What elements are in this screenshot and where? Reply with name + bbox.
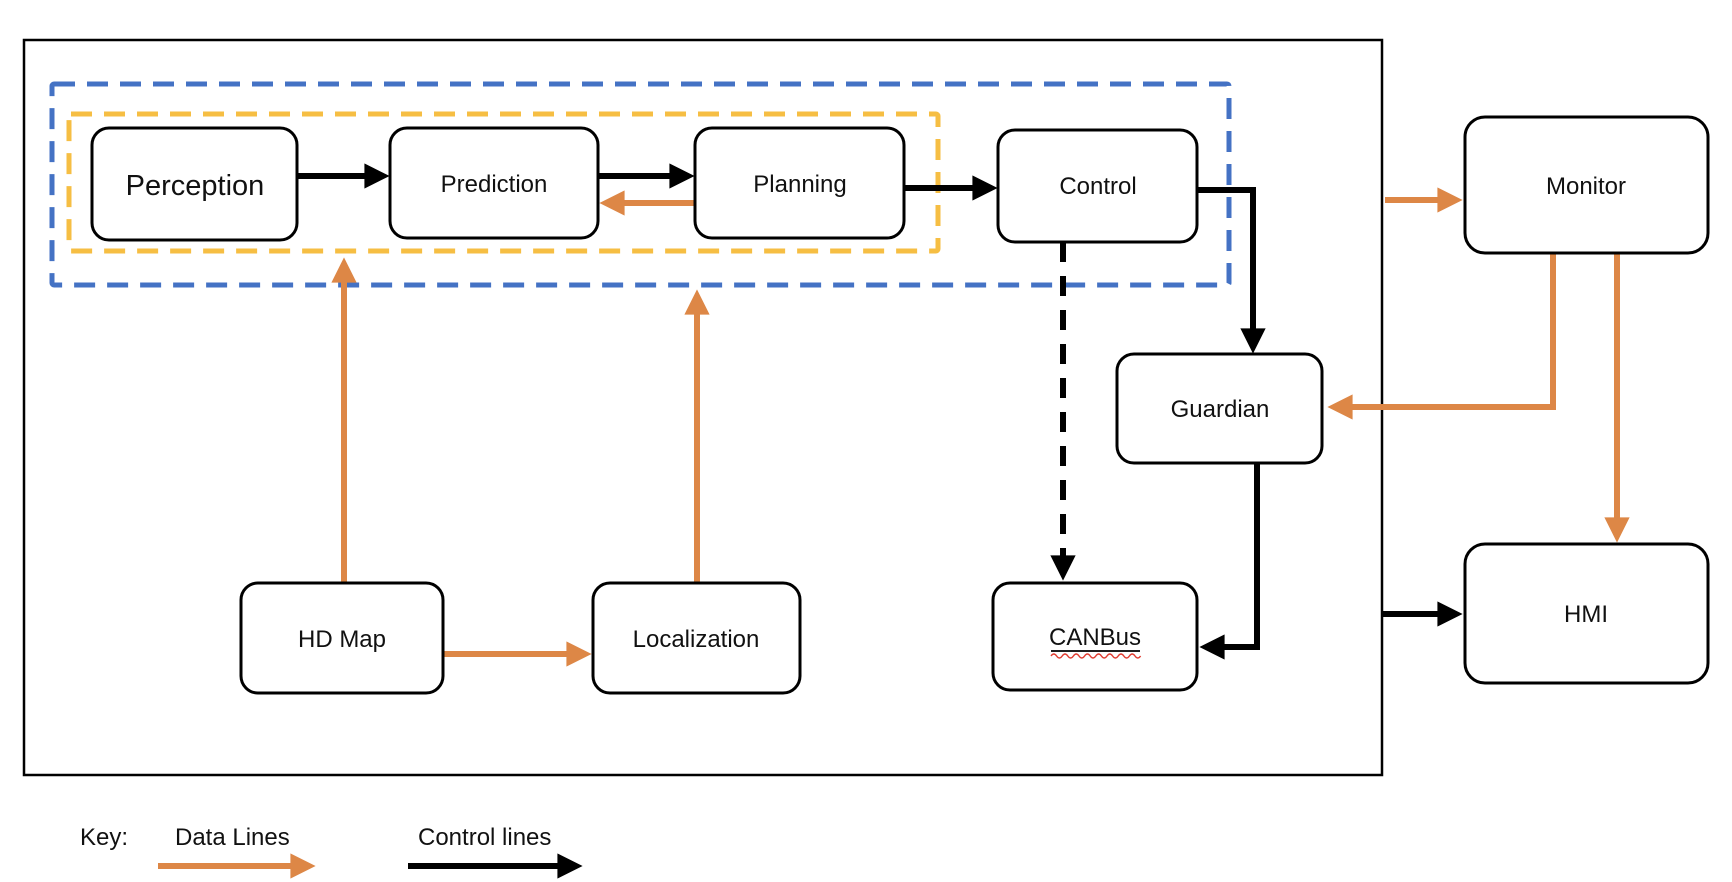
arrow-monitor-to-guardian [1327,253,1556,420]
planning-box [693,126,906,240]
control-node: Control [996,128,1199,244]
arrow-guardian-to-canbus [1199,463,1260,660]
localization-label: Localization [633,626,760,653]
monitor-node: Monitor [1463,115,1710,255]
hmi-box [1463,542,1710,685]
hdmap-label: HD Map [298,626,386,653]
hdmap-node: HD Map [239,581,445,695]
legend: Key: Data Lines Control lines [80,824,583,879]
legend-control-lines-label: Control lines [418,824,551,851]
monitor-box [1463,115,1710,255]
control-label: Control [1059,173,1136,200]
canbus-label: CANBus [1049,624,1141,651]
localization-node: Localization [591,581,802,695]
legend-data-lines-label: Data Lines [175,824,290,851]
planning-node: Planning [693,126,906,240]
arrow-control-to-guardian [1197,187,1266,354]
canbus-spellcheck-squiggle [1050,653,1142,659]
prediction-label: Prediction [441,171,548,198]
hdmap-box [239,581,445,695]
prediction-node: Prediction [388,126,600,240]
localization-box [591,581,802,695]
perception-node: Perception [90,126,299,242]
legend-key-label: Key: [80,824,128,851]
perception-planning-group-dashed-yellow [66,111,941,254]
planning-label: Planning [753,171,846,198]
guardian-box [1115,352,1324,465]
perception-box [90,126,299,242]
hmi-node: HMI [1463,542,1710,685]
canbus-box [991,581,1199,692]
monitor-label: Monitor [1546,173,1626,200]
guardian-node: Guardian [1115,352,1324,465]
control-box [996,128,1199,244]
prediction-box [388,126,600,240]
autonomy-stack-group-dashed-blue [49,81,1232,288]
guardian-label: Guardian [1171,396,1270,423]
perception-label: Perception [126,170,265,202]
canbus-node: CANBus [991,581,1199,692]
hmi-label: HMI [1564,601,1608,628]
